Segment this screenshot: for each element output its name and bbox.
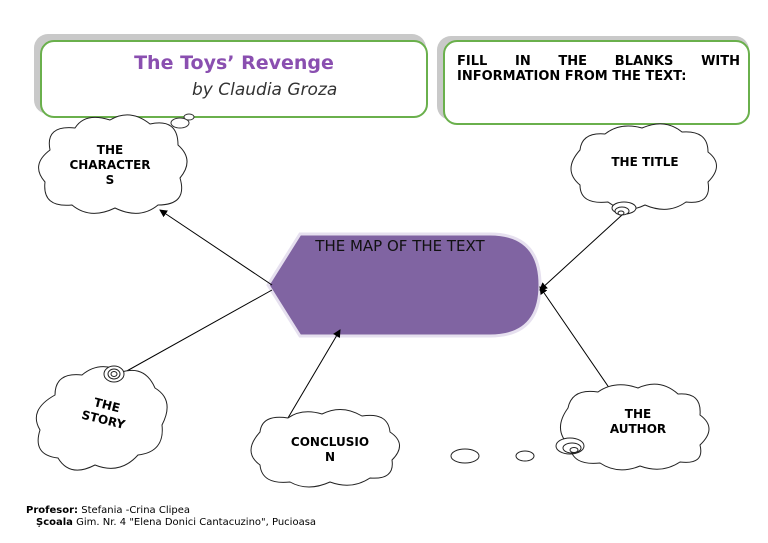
footer-credits: Profesor: Stefania -Crina Clipea Școala … <box>26 505 316 529</box>
connector-conclusion <box>284 329 341 424</box>
node-conclusion-line1: CONCLUSIO <box>290 435 370 449</box>
node-author: THE AUTHOR <box>578 407 698 437</box>
teacher-name: Stefania -Crina Clipea <box>81 505 191 516</box>
thought-bubble-dot <box>170 117 190 129</box>
node-characters-line1: THE <box>96 143 124 157</box>
title-box: The Toys’ Revenge by Claudia Groza <box>40 40 428 118</box>
connector-characters <box>159 209 273 286</box>
center-node-label: THE MAP OF THE TEXT <box>315 237 485 255</box>
cloud-author <box>555 383 710 471</box>
connector-title <box>539 214 623 291</box>
thought-bubble-dot <box>183 113 195 121</box>
story-title: The Toys’ Revenge <box>134 52 334 74</box>
connector-story <box>124 289 273 373</box>
cloud-characters <box>38 114 188 214</box>
cloud-title <box>570 123 717 216</box>
node-characters: THE CHARACTER S <box>55 143 165 188</box>
thought-bubble-dot <box>515 450 535 462</box>
node-characters-line2: CHARACTER <box>69 158 151 172</box>
thought-bubble-dot <box>450 448 480 464</box>
node-conclusion: CONCLUSIO N <box>270 435 390 465</box>
cloud-story <box>35 365 168 471</box>
school-name: Gim. Nr. 4 "Elena Donici Cantacuzino", P… <box>76 517 317 528</box>
node-title: THE TITLE <box>611 155 679 169</box>
node-conclusion-line2: N <box>324 450 336 464</box>
cloud-conclusion <box>250 409 400 488</box>
school-label: Școala <box>36 517 73 528</box>
teacher-label: Profesor: <box>26 505 79 516</box>
footer-teacher: Profesor: Stefania -Crina Clipea <box>26 505 316 517</box>
node-characters-line3: S <box>105 173 115 187</box>
node-author-line1: THE <box>624 407 652 421</box>
footer-school: Școala Gim. Nr. 4 "Elena Donici Cantacuz… <box>26 517 316 529</box>
node-author-line2: AUTHOR <box>609 422 667 436</box>
connector-author <box>539 286 613 393</box>
instruction-box: FILL IN THE BLANKS WITH INFORMATION FROM… <box>443 40 750 125</box>
story-author: by Claudia Groza <box>192 80 338 100</box>
instruction-text: FILL IN THE BLANKS WITH INFORMATION FROM… <box>457 54 740 84</box>
